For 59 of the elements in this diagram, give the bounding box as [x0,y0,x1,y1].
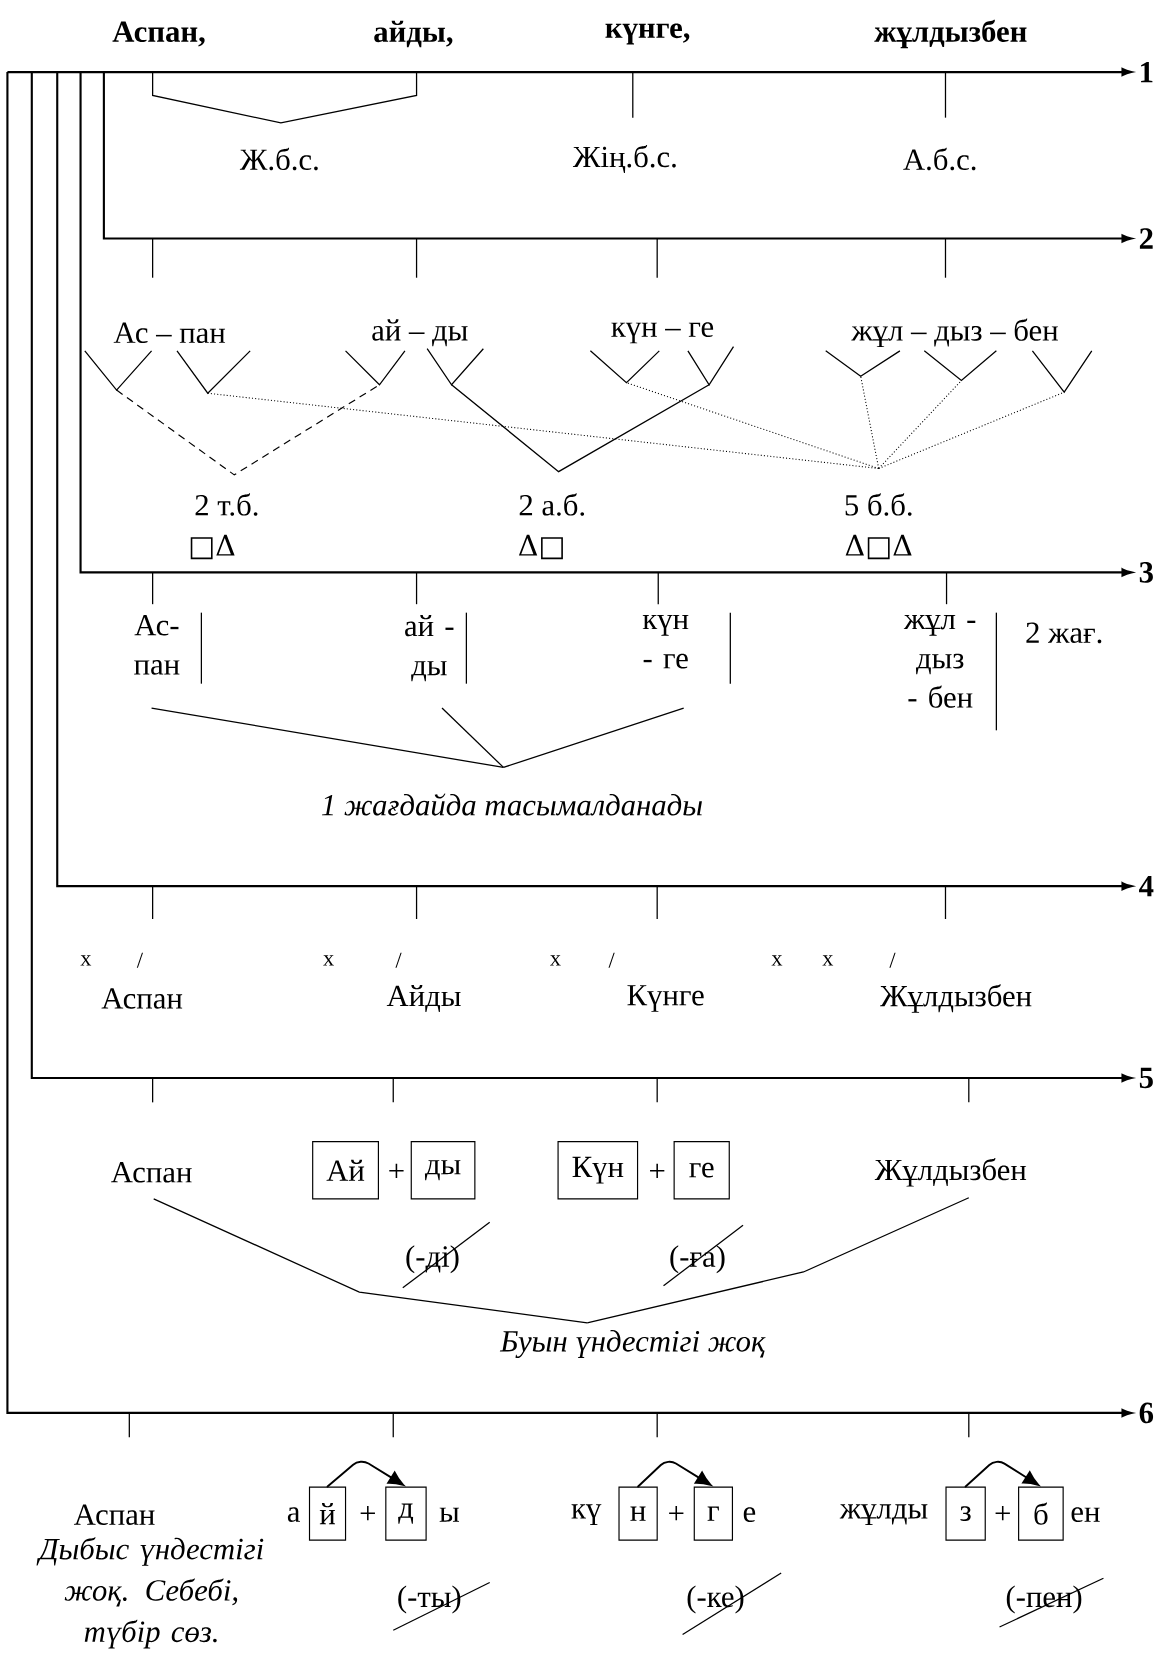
axis-number: 4 [1138,876,1154,897]
hyphenated-word: Ас- пан [134,615,180,675]
arrow [964,1460,1039,1488]
suffix-variant: (-ке) [687,1585,744,1614]
note-text: Дыбыс үндестігі жоқ. Себебі, түбір сөз. [36,1537,264,1649]
plus-sign: + [669,1506,684,1521]
axis-number: 5 [1139,1067,1153,1089]
letter-text: кү [571,1504,602,1525]
letter-box: д [385,1486,427,1541]
axis-number: 3 [1139,562,1153,583]
word-text: Айды [386,985,461,1012]
heading-word: жұлдызбен [874,19,1027,49]
heading-word: айды, [374,20,453,48]
arrow [326,1460,404,1488]
letter-box: ды [410,1141,476,1200]
heading-word: Аспан, [112,21,205,47]
letter-text: жұлды [839,1504,928,1525]
word-text: Жұлдызбен [880,984,1032,1013]
heading-word: күнге, [605,23,690,45]
cross-mark: x [771,955,783,966]
axis-number: 6 [1139,1402,1153,1424]
axis-number: 2 [1139,228,1153,249]
letter-text: а [287,1507,300,1523]
letter-box: з [945,1486,986,1541]
stress-mark: / [395,952,402,968]
note-text: Буын үндестігі жоқ [499,1330,766,1358]
letter-text: е [743,1507,756,1523]
cross-mark: x [822,955,834,966]
letter-box: й [308,1486,347,1541]
plus-sign: + [995,1506,1010,1521]
stress-mark: / [889,952,896,968]
hyphenated-word: күн - ге [642,615,689,669]
word-text: Аспан [73,1504,155,1525]
arrow [637,1460,712,1488]
cross-mark: x [80,955,92,966]
cross-mark: x [550,955,561,966]
word-text: Аспан [101,988,183,1009]
cross-mark: x [323,955,334,966]
plus-sign: + [650,1163,665,1178]
letter-text: ен [1071,1507,1100,1523]
stress-mark: / [136,952,143,968]
suffix-variant: (-ты) [398,1585,461,1614]
note-text: 1 жағдайда тасымалданады [321,793,702,816]
stress-mark: / [608,952,615,968]
word-text: Жұлдызбен [874,1158,1027,1187]
letter-box: б [1017,1486,1064,1541]
hyphenated-word: жұл - дыз - бен [903,615,976,708]
letter-box: ге [673,1141,730,1200]
plus-sign: + [389,1163,404,1178]
word-text: Күнге [627,985,704,1012]
letter-box: Ай [312,1141,379,1200]
word-text: Аспан [111,1162,192,1183]
hyphenated-word: ай - ды [405,615,454,682]
axis-number: 1 [1141,61,1153,83]
note-text: 2 жағ. [1026,622,1102,644]
plus-sign: + [360,1506,375,1521]
letter-box: Күн [557,1141,639,1200]
letter-box: г [693,1486,733,1541]
letter-box: н [618,1486,658,1541]
